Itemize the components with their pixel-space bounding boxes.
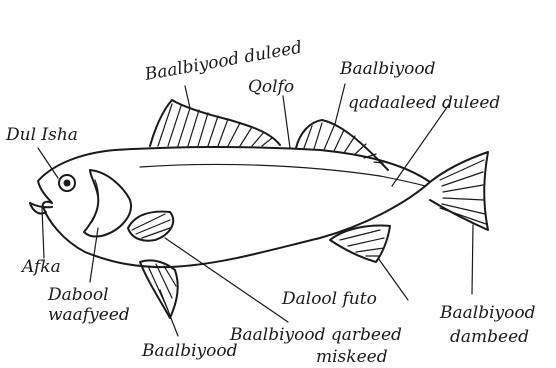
label-spine: Qolfo (248, 77, 294, 97)
tail-fin (430, 152, 488, 230)
label-tail-line2: dambeed (450, 327, 529, 347)
label-pectoral-fin: Baalbiyood (141, 341, 238, 361)
label-tail-line1: Baalbiyood (439, 303, 536, 323)
lateral-line (140, 164, 425, 186)
label-gill-line1: Dabool (47, 285, 109, 305)
label-anal-fin: Dalool futo (281, 289, 377, 309)
fish-mouth (30, 203, 52, 207)
label-second-dorsal-line2: qadaaleed duleed (348, 93, 500, 113)
label-second-dorsal-line1: Baalbiyood (339, 59, 436, 79)
dorsal-fin (150, 100, 280, 146)
label-mouth: Afka (20, 257, 61, 277)
pectoral-fin (128, 212, 173, 241)
label-pelvic-fin-line2: miskeed (316, 347, 388, 367)
label-pelvic-fin-line1: Baalbiyood qarbeed (229, 325, 402, 345)
label-eye: Dul Isha (5, 125, 78, 145)
label-gill-line2: waafyeed (48, 305, 130, 325)
gill-cover (84, 170, 131, 236)
